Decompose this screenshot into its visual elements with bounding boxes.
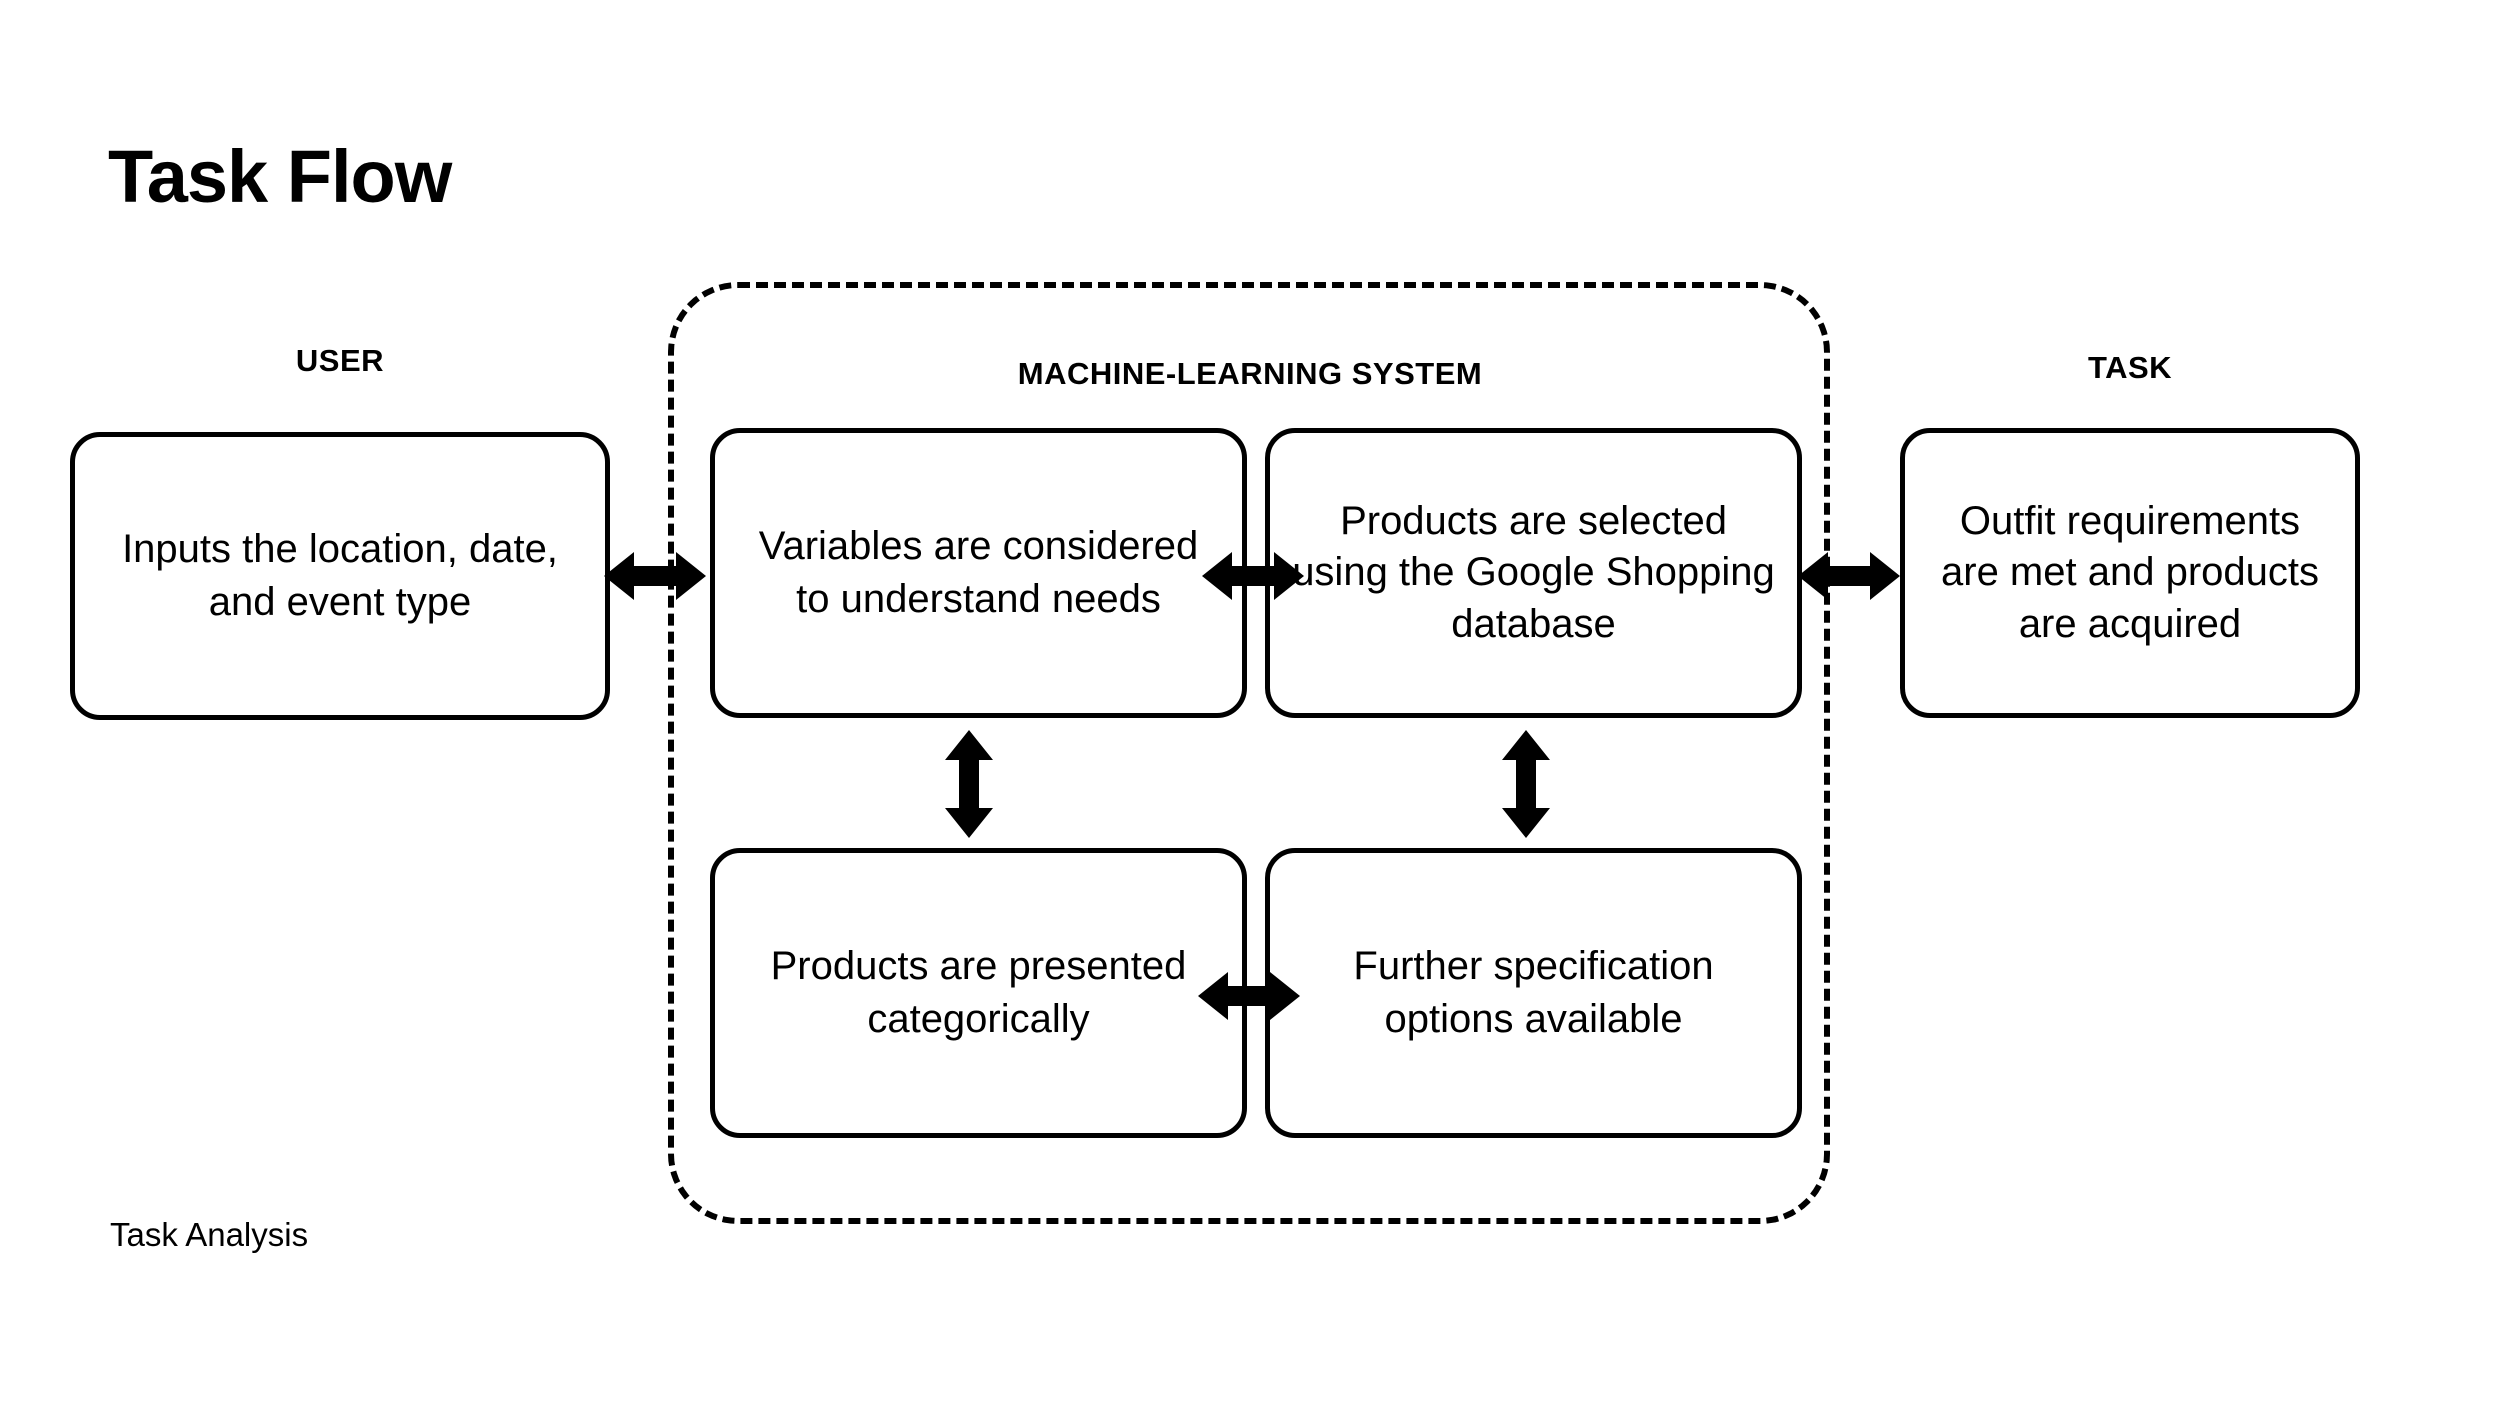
double-arrow-icon-variables-to-presented (938, 730, 1000, 838)
node-user-input[interactable]: Inputs the location, date, and event typ… (70, 432, 610, 720)
node-ml-further[interactable]: Further specification options available (1265, 848, 1802, 1138)
node-task-outcome[interactable]: Outfit requirements are met and products… (1900, 428, 2360, 718)
node-ml-variables[interactable]: Variables are considered to understand n… (710, 428, 1247, 718)
node-ml-presented-label: Products are presented categorically (770, 944, 1187, 1041)
double-arrow-icon-variables-to-products (1202, 545, 1304, 607)
node-ml-variables-label: Variables are considered to understand n… (758, 524, 1199, 621)
double-arrow-icon-ml-to-task (1798, 545, 1900, 607)
node-task-outcome-label: Outfit requirements are met and products… (1941, 499, 2319, 646)
double-arrow-icon-products-to-further (1495, 730, 1557, 838)
footer-caption: Task Analysis (110, 1216, 309, 1253)
machine-learning-system-boundary (668, 282, 1830, 1224)
node-ml-further-label: Further specification options available (1353, 944, 1714, 1041)
group-label-task: TASK (2087, 350, 2173, 385)
group-label-user: USER (295, 343, 385, 378)
double-arrow-icon-presented-to-further (1198, 965, 1300, 1027)
node-user-input-label: Inputs the location, date, and event typ… (122, 527, 558, 624)
node-ml-products[interactable]: Products are selected using the Google S… (1265, 428, 1802, 718)
node-ml-products-label: Products are selected using the Google S… (1292, 499, 1775, 646)
node-ml-presented[interactable]: Products are presented categorically (710, 848, 1247, 1138)
page-title: Task Flow (108, 135, 452, 218)
group-label-machine-learning-system: MACHINE-LEARNING SYSTEM (1017, 356, 1483, 391)
double-arrow-icon-user-to-ml (604, 545, 706, 607)
